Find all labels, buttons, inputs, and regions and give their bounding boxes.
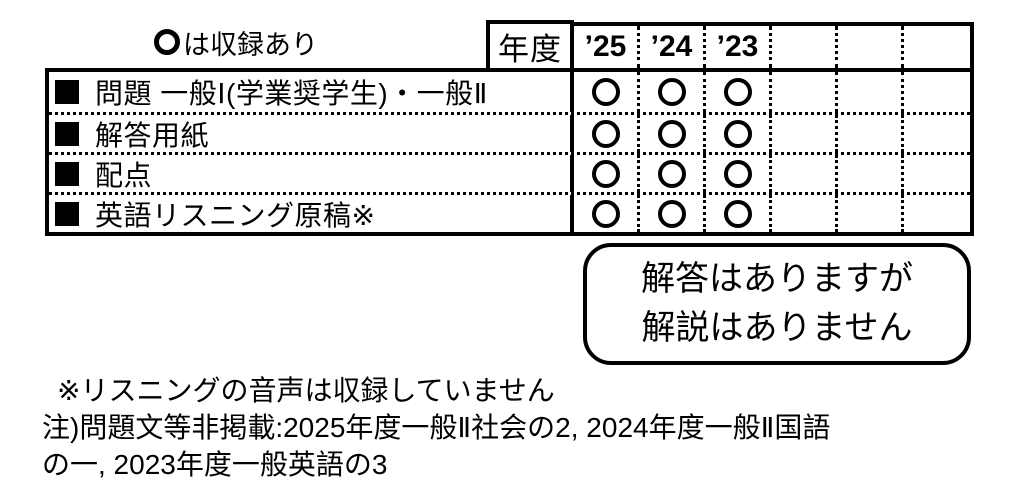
circle-mark-icon bbox=[657, 199, 686, 228]
mark-cell-included bbox=[574, 155, 640, 192]
table-row: 問題 一般Ⅰ(学業奨学生)・一般Ⅱ bbox=[49, 72, 970, 112]
year-column-25: ’25 bbox=[574, 26, 640, 68]
row-label-cell: 問題 一般Ⅰ(学業奨学生)・一般Ⅱ bbox=[49, 72, 574, 112]
mark-cell-empty bbox=[838, 115, 904, 152]
mark-cell-empty bbox=[772, 72, 838, 112]
legend-text: は収録あり bbox=[183, 29, 318, 60]
circle-mark-icon bbox=[591, 119, 620, 148]
mark-cell-empty bbox=[904, 72, 970, 112]
circle-mark-icon bbox=[591, 159, 620, 188]
circle-mark-icon bbox=[591, 199, 620, 228]
note-listening: ※リスニングの音声は収録していません bbox=[57, 375, 555, 406]
filled-square-bullet-icon bbox=[55, 121, 79, 146]
circle-mark-icon bbox=[657, 159, 686, 188]
year-header-label: 年度 bbox=[498, 31, 562, 67]
mark-cell-included bbox=[640, 72, 706, 112]
mark-cell-included bbox=[574, 195, 640, 232]
notes: ※リスニングの音声は収録していません 注)問題文等非掲載:2025年度一般Ⅱ社会… bbox=[42, 372, 830, 483]
mark-cell-included bbox=[640, 155, 706, 192]
mark-cell-empty bbox=[904, 155, 970, 192]
mark-cell-empty bbox=[904, 115, 970, 152]
row-label-cell: 解答用紙 bbox=[49, 115, 574, 152]
row-label: 英語リスニング原稿※ bbox=[95, 199, 376, 231]
mark-cell-empty bbox=[772, 195, 838, 232]
table-row: 配点 bbox=[49, 152, 970, 192]
mark-cell-empty bbox=[838, 155, 904, 192]
year-columns-header: ’25’24’23 bbox=[574, 22, 974, 68]
circle-mark-icon bbox=[723, 199, 752, 228]
mark-cell-included bbox=[706, 72, 772, 112]
filled-square-bullet-icon bbox=[55, 201, 79, 226]
callout-line1: 解答はありますが bbox=[641, 260, 913, 298]
mark-cell-included bbox=[574, 72, 640, 112]
year-column-empty bbox=[772, 26, 838, 68]
year-column-23: ’23 bbox=[706, 26, 772, 68]
note-exclusions-line2: の一, 2023年度一般英語の3 bbox=[42, 449, 388, 480]
circle-mark-icon bbox=[723, 159, 752, 188]
filled-square-bullet-icon bbox=[55, 80, 79, 104]
table-row: 解答用紙 bbox=[49, 112, 970, 152]
callout-line2: 解説はありません bbox=[641, 309, 913, 347]
mark-cell-included bbox=[640, 195, 706, 232]
circle-mark-icon bbox=[591, 78, 620, 106]
year-column-empty bbox=[838, 26, 904, 68]
mark-cell-included bbox=[706, 115, 772, 152]
circle-mark-icon bbox=[723, 78, 752, 106]
row-label-cell: 配点 bbox=[49, 155, 574, 192]
year-column-empty bbox=[904, 26, 970, 68]
legend: は収録あり bbox=[154, 25, 318, 60]
note-exclusions-line1: 注)問題文等非掲載:2025年度一般Ⅱ社会の2, 2024年度一般Ⅱ国語 bbox=[42, 412, 831, 443]
mark-cell-included bbox=[706, 155, 772, 192]
row-label-cell: 英語リスニング原稿※ bbox=[49, 195, 574, 232]
circle-mark-icon bbox=[723, 119, 752, 148]
row-label: 問題 一般Ⅰ(学業奨学生)・一般Ⅱ bbox=[95, 78, 488, 109]
mark-cell-empty bbox=[772, 155, 838, 192]
row-label: 配点 bbox=[95, 159, 153, 191]
callout-bubble: 解答はありますが 解説はありません bbox=[583, 243, 971, 365]
row-label: 解答用紙 bbox=[95, 119, 210, 151]
mark-cell-included bbox=[574, 115, 640, 152]
mark-cell-empty bbox=[772, 115, 838, 152]
table-body: 問題 一般Ⅰ(学業奨学生)・一般Ⅱ 解答用紙配点英語リスニング原稿※ bbox=[45, 68, 974, 236]
circle-mark-icon bbox=[657, 119, 686, 148]
circle-mark-icon bbox=[657, 78, 686, 106]
year-header-cell: 年度 bbox=[486, 20, 574, 72]
mark-cell-empty bbox=[838, 195, 904, 232]
mark-cell-empty bbox=[838, 72, 904, 112]
mark-cell-included bbox=[706, 195, 772, 232]
mark-cell-empty bbox=[904, 195, 970, 232]
mark-cell-included bbox=[640, 115, 706, 152]
filled-square-bullet-icon bbox=[55, 161, 79, 186]
circle-mark-icon bbox=[154, 29, 180, 55]
table-row: 英語リスニング原稿※ bbox=[49, 192, 970, 232]
year-column-24: ’24 bbox=[640, 26, 706, 68]
